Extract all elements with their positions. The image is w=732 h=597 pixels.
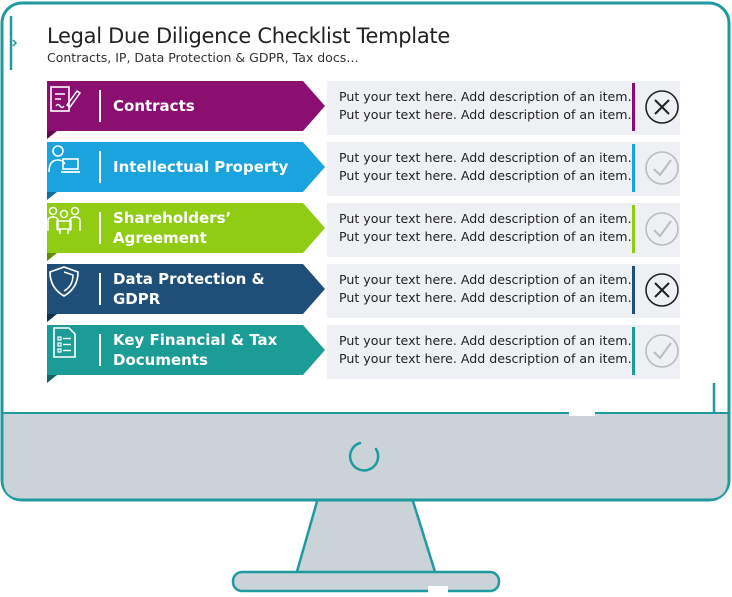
banner-divider (99, 151, 101, 183)
description-line: Put your text here. Add description of a… (339, 211, 632, 226)
row-description: Put your text here. Add description of a… (339, 332, 679, 368)
page-subtitle: Contracts, IP, Data Protection & GDPR, T… (47, 50, 359, 65)
checklist-document-icon (53, 327, 76, 358)
row-accent-bar (632, 205, 635, 253)
row-description-panel (327, 325, 680, 379)
banner-divider (99, 90, 101, 122)
banner-divider (99, 273, 101, 305)
banner-divider (99, 334, 101, 366)
check-circle-icon (645, 151, 679, 185)
row-banner: Intellectual Property (47, 142, 327, 200)
banner-shape (47, 325, 325, 383)
row-label: Key Financial & Tax Documents (113, 331, 278, 369)
checklist-row: Data Protection & GDPR Put your text here… (47, 264, 687, 322)
description-line: Put your text here. Add description of a… (339, 290, 632, 305)
cross-circle-icon (645, 273, 679, 307)
row-accent-bar (632, 83, 635, 131)
banner-shape (47, 203, 325, 261)
row-description: Put your text here. Add description of a… (339, 271, 679, 307)
row-accent-bar (632, 266, 635, 314)
description-line: Put your text here. Add description of a… (339, 229, 632, 244)
shield-icon (49, 266, 79, 297)
row-banner: Data Protection & GDPR (47, 264, 327, 322)
row-accent-bar (632, 327, 635, 375)
row-description-panel (327, 203, 680, 257)
description-line: Put your text here. Add description of a… (339, 168, 632, 183)
row-description-panel (327, 264, 680, 318)
row-description-panel (327, 81, 680, 135)
cross-circle-icon (645, 90, 679, 124)
description-line: Put your text here. Add description of a… (339, 333, 632, 348)
contract-document-icon (50, 86, 81, 112)
banner-shape (47, 81, 325, 139)
description-line: Put your text here. Add description of a… (339, 351, 632, 366)
row-banner: Contracts (47, 81, 327, 139)
row-description: Put your text here. Add description of a… (339, 88, 679, 124)
row-description-panel (327, 142, 680, 196)
row-label: Contracts (113, 97, 195, 115)
row-description: Put your text here. Add description of a… (339, 210, 679, 246)
description-line: Put your text here. Add description of a… (339, 89, 632, 104)
row-label: Intellectual Property (113, 158, 289, 176)
check-circle-icon (645, 212, 679, 246)
meeting-people-icon (47, 206, 81, 234)
description-line: Put your text here. Add description of a… (339, 150, 632, 165)
row-label: Shareholders’ Agreement (113, 209, 232, 247)
row-label: Data Protection & GDPR (113, 270, 265, 308)
check-circle-icon (645, 334, 679, 368)
row-accent-bar (632, 144, 635, 192)
page-title: Legal Due Diligence Checklist Template (47, 24, 450, 48)
banner-shape (47, 264, 325, 322)
banner-divider (99, 212, 101, 244)
description-line: Put your text here. Add description of a… (339, 107, 632, 122)
row-banner: Key Financial & Tax Documents (47, 325, 327, 383)
row-description: Put your text here. Add description of a… (339, 149, 679, 185)
row-banner: Shareholders’ Agreement (47, 203, 327, 261)
banner-shape (47, 142, 325, 200)
description-line: Put your text here. Add description of a… (339, 272, 632, 287)
person-laptop-icon (48, 145, 80, 173)
